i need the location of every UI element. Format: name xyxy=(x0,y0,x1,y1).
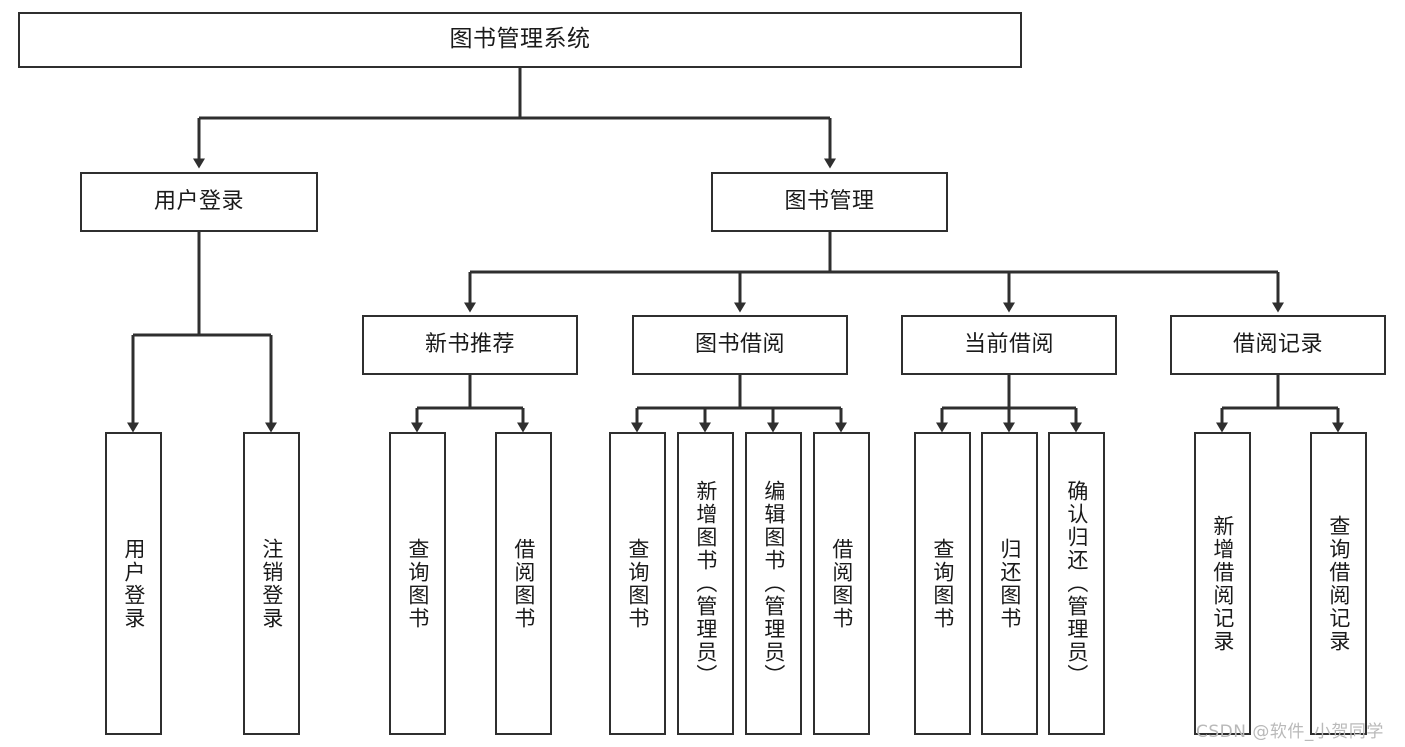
node-borrow-record[interactable]: 借阅记录 xyxy=(1170,315,1386,375)
node-book-manage[interactable]: 图书管理 xyxy=(711,172,948,232)
node-current-borrow[interactable]: 当前借阅 xyxy=(901,315,1117,375)
node-leaf-query-book-3-label: 查询图书 xyxy=(930,537,955,630)
node-leaf-add-record-label: 新增借阅记录 xyxy=(1210,514,1235,653)
node-leaf-query-record-label: 查询借阅记录 xyxy=(1326,514,1351,653)
node-root-system[interactable]: 图书管理系统 xyxy=(18,12,1022,68)
node-leaf-user-login-label: 用户登录 xyxy=(121,537,146,630)
edges-book-borrow xyxy=(631,375,847,433)
node-current-borrow-label: 当前借阅 xyxy=(963,331,1054,357)
node-leaf-query-book-3[interactable]: 查询图书 xyxy=(914,432,971,735)
node-leaf-borrow-book-2-label: 借阅图书 xyxy=(829,537,854,630)
node-leaf-borrow-book-2[interactable]: 借阅图书 xyxy=(813,432,870,735)
node-new-book-rec-label: 新书推荐 xyxy=(424,331,515,357)
node-leaf-query-book-1[interactable]: 查询图书 xyxy=(389,432,446,735)
node-leaf-add-book-label: 新增图书（管理员） xyxy=(693,480,718,687)
edges-user-login xyxy=(127,232,277,433)
node-book-borrow[interactable]: 图书借阅 xyxy=(632,315,848,375)
edges-borrow-record xyxy=(1216,375,1344,433)
node-leaf-query-book-2[interactable]: 查询图书 xyxy=(609,432,666,735)
node-leaf-confirm-return-label: 确认归还（管理员） xyxy=(1064,480,1089,687)
node-leaf-edit-book[interactable]: 编辑图书（管理员） xyxy=(745,432,802,735)
node-leaf-add-book[interactable]: 新增图书（管理员） xyxy=(677,432,734,735)
node-book-manage-label: 图书管理 xyxy=(784,188,875,214)
node-leaf-user-login[interactable]: 用户登录 xyxy=(105,432,162,735)
edges-root xyxy=(193,68,836,169)
node-leaf-add-record[interactable]: 新增借阅记录 xyxy=(1194,432,1251,735)
node-leaf-query-record[interactable]: 查询借阅记录 xyxy=(1310,432,1367,735)
node-new-book-rec[interactable]: 新书推荐 xyxy=(362,315,578,375)
node-leaf-confirm-return[interactable]: 确认归还（管理员） xyxy=(1048,432,1105,735)
node-user-login-label: 用户登录 xyxy=(153,188,244,214)
edges-new-book-rec xyxy=(411,375,529,433)
edges-book-manage xyxy=(464,232,1284,313)
node-root-system-label: 图书管理系统 xyxy=(449,26,591,53)
node-leaf-return-book[interactable]: 归还图书 xyxy=(981,432,1038,735)
node-leaf-query-book-2-label: 查询图书 xyxy=(625,537,650,630)
node-book-borrow-label: 图书借阅 xyxy=(694,331,785,357)
node-leaf-query-book-1-label: 查询图书 xyxy=(405,537,430,630)
node-borrow-record-label: 借阅记录 xyxy=(1232,331,1323,357)
node-leaf-user-logout-label: 注销登录 xyxy=(259,537,284,630)
node-leaf-user-logout[interactable]: 注销登录 xyxy=(243,432,300,735)
node-leaf-return-book-label: 归还图书 xyxy=(997,537,1022,630)
edges-current-borrow xyxy=(936,375,1082,433)
node-leaf-borrow-book-1[interactable]: 借阅图书 xyxy=(495,432,552,735)
node-leaf-edit-book-label: 编辑图书（管理员） xyxy=(761,480,786,687)
node-leaf-borrow-book-1-label: 借阅图书 xyxy=(511,537,536,630)
node-user-login[interactable]: 用户登录 xyxy=(80,172,318,232)
